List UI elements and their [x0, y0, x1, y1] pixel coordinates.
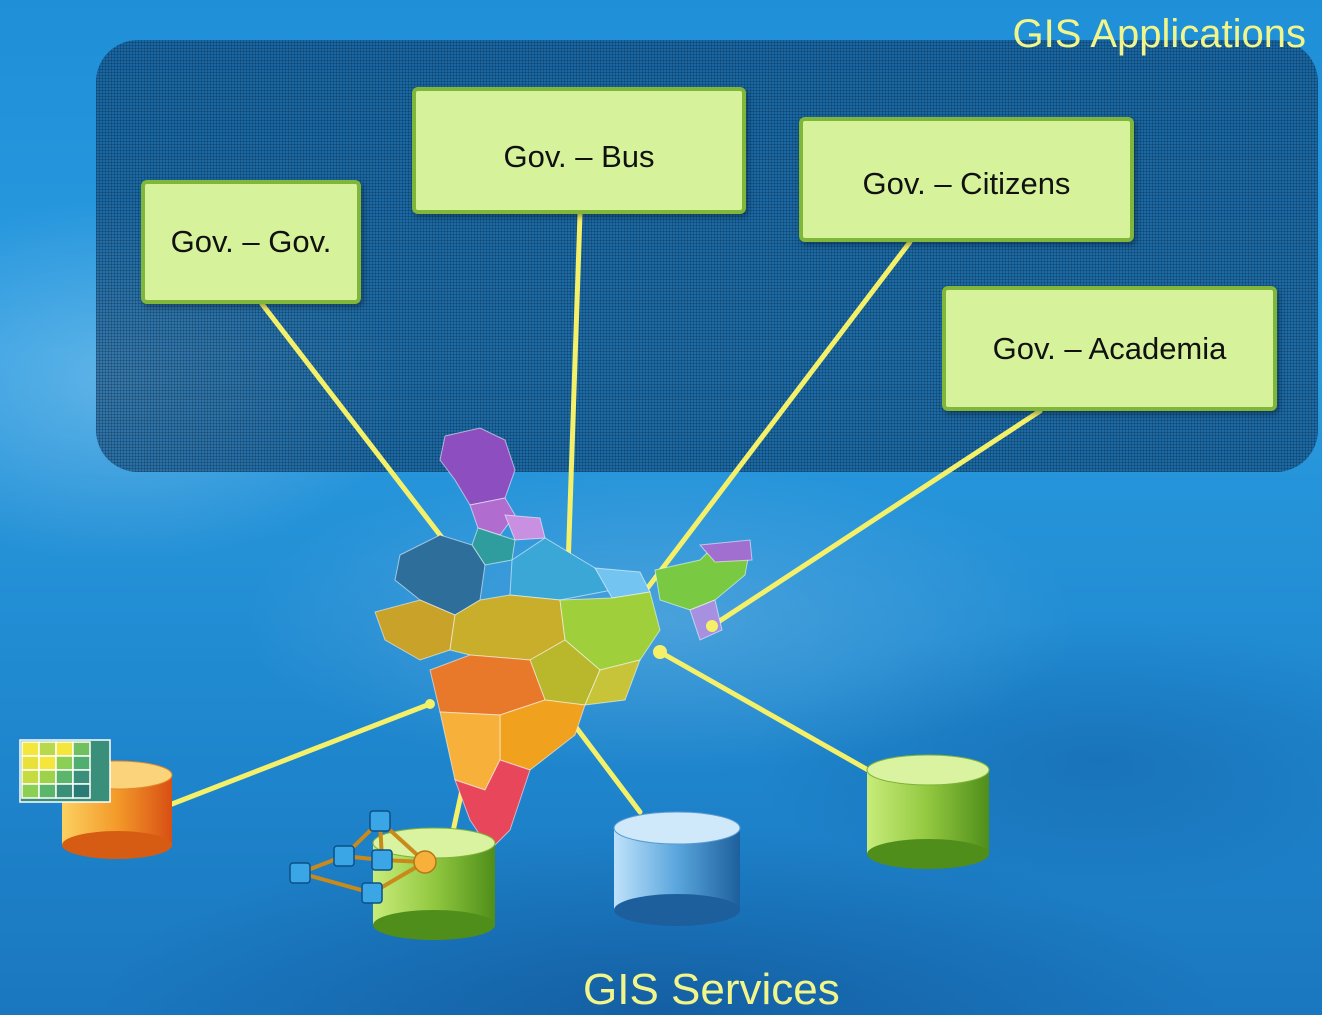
endpoint-academia [706, 620, 718, 632]
gis-services-title: GIS Services [583, 965, 840, 1014]
connector-gov-academia [709, 408, 1043, 629]
network-graph-icon [289, 810, 437, 904]
map-region-kerala-tn [454, 759, 531, 851]
network-node [333, 845, 355, 867]
connector-blue-db [563, 711, 643, 815]
map-region-arunachal [698, 539, 753, 563]
map-region-north-hills [469, 497, 516, 536]
connector-right-green-db [657, 649, 871, 773]
connector-orange-db [169, 701, 433, 807]
connector-gov-bus [565, 211, 583, 571]
india-map-icon [374, 427, 753, 851]
app-box-gov-bus: Gov. – Bus [412, 87, 746, 214]
network-node [289, 862, 311, 884]
map-region-haryana [471, 527, 516, 566]
map-region-north [439, 427, 516, 506]
database-icon-green [866, 754, 990, 869]
network-node [371, 849, 393, 871]
map-region-andhra [499, 699, 586, 771]
map-region-odisha [584, 659, 641, 706]
network-node [369, 810, 391, 832]
connector-gov-citizens [643, 239, 913, 593]
network-node [361, 882, 383, 904]
map-region-uttarakhand [504, 514, 546, 541]
connector-lines [169, 211, 1043, 839]
connector-gov-gov [259, 301, 453, 551]
database-icon-blue [613, 811, 741, 926]
database-icon-green-network [372, 827, 496, 940]
raster-grid-icon [19, 739, 111, 803]
app-box-gov-academia: Gov. – Academia [942, 286, 1277, 411]
gis-applications-title: GIS Applications [1012, 12, 1307, 56]
app-box-gov-gov: Gov. – Gov. [141, 180, 361, 304]
app-box-gov-citizens: Gov. – Citizens [799, 117, 1134, 242]
endpoint-right-db [653, 645, 667, 659]
connector-endpoints [425, 620, 718, 709]
network-hub-node [413, 850, 437, 874]
endpoint-orange-db [425, 699, 435, 709]
